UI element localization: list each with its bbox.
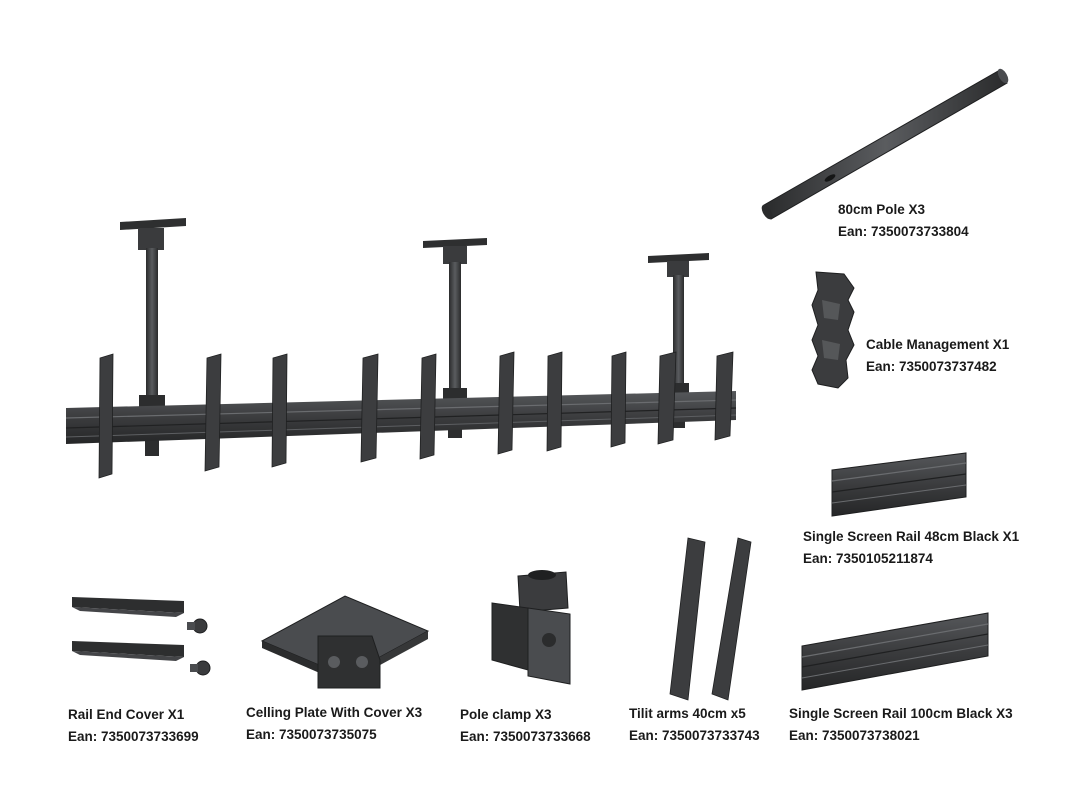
item-ean: Ean: 7350073733668	[460, 729, 591, 744]
pole-clamp-label: Pole clamp X3 Ean: 7350073733668	[460, 704, 591, 748]
cable-management-illustration	[811, 271, 855, 389]
item-name: 80cm Pole X3	[838, 202, 926, 217]
rail-end-cover-label: Rail End Cover X1 Ean: 7350073733699	[68, 704, 199, 748]
item-ean: Ean: 7350073737482	[866, 359, 997, 374]
main-assembly	[65, 218, 737, 479]
rail-end-cover-illustration	[72, 597, 211, 676]
item-name: Single Screen Rail 48cm Black X1	[803, 529, 1020, 544]
tilt-arms-label: Tilit arms 40cm x5 Ean: 7350073733743	[629, 703, 760, 747]
ceiling-plate-label: Celling Plate With Cover X3 Ean: 7350073…	[246, 702, 422, 746]
mounted-tilt-arms	[98, 351, 734, 479]
ceiling-pole-middle	[423, 238, 487, 438]
rail-100cm-illustration	[801, 612, 989, 691]
pole-clamp-illustration	[491, 570, 571, 685]
item-name: Tilit arms 40cm x5	[629, 706, 746, 721]
item-ean: Ean: 7350073735075	[246, 727, 377, 742]
ceiling-plate-illustration	[260, 595, 430, 689]
rail-100cm-label: Single Screen Rail 100cm Black X3 Ean: 7…	[789, 703, 1013, 747]
item-name: Pole clamp X3	[460, 707, 552, 722]
item-ean: Ean: 7350073738021	[789, 728, 920, 743]
rail-48cm-illustration	[831, 452, 967, 517]
item-name: Cable Management X1	[866, 337, 1010, 352]
cable-management-label: Cable Management X1 Ean: 7350073737482	[866, 334, 1009, 378]
item-ean: Ean: 7350073733804	[838, 224, 969, 239]
item-name: Rail End Cover X1	[68, 707, 185, 722]
pole-80cm-illustration	[761, 68, 1009, 220]
item-name: Celling Plate With Cover X3	[246, 705, 423, 720]
item-ean: Ean: 7350073733743	[629, 728, 760, 743]
tilt-arms-illustration	[669, 537, 752, 701]
item-ean: Ean: 7350105211874	[803, 551, 933, 566]
item-ean: Ean: 7350073733699	[68, 729, 199, 744]
ceiling-pole-left	[120, 218, 186, 456]
item-name: Single Screen Rail 100cm Black X3	[789, 706, 1013, 721]
rail-48cm-label: Single Screen Rail 48cm Black X1 Ean: 73…	[803, 526, 1019, 570]
pole-80cm-label: 80cm Pole X3 Ean: 7350073733804	[838, 199, 969, 243]
